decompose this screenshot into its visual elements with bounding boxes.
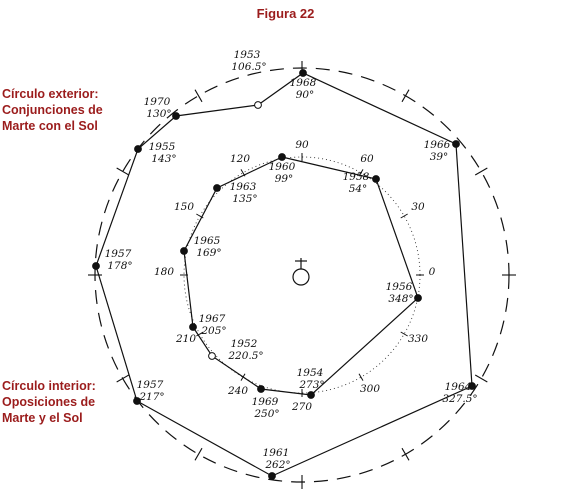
outer-point-year: 1970 [144, 96, 171, 108]
inner-legend-line-3: Marte y el Sol [2, 411, 83, 425]
outer-legend-line-1: Círculo exterior: [2, 87, 99, 101]
outer-scale-tick [116, 374, 130, 383]
outer-point-degree: 90° [296, 89, 315, 101]
scale-label: 60 [360, 153, 374, 165]
outer-point-year: 1961 [263, 447, 290, 459]
outer-point-4 [268, 472, 276, 480]
outer-point-0 [254, 101, 262, 109]
outer-point-1 [299, 69, 307, 77]
outer-circle-ticks [88, 61, 516, 489]
outer-point-degree: 262° [264, 459, 290, 471]
inner-legend-line-1: Círculo interior: [2, 379, 96, 393]
scale-label: 120 [230, 153, 250, 165]
inner-point-year: 1963 [230, 181, 257, 193]
inner-point-year: 1969 [252, 396, 279, 408]
outer-legend-line-3: Marte con el Sol [2, 119, 98, 133]
inner-point-year: 1956 [386, 281, 413, 293]
outer-point-8 [172, 112, 180, 120]
outer-scale-tick [401, 89, 410, 103]
inner-legend-line-2: Oposiciones de [2, 395, 96, 409]
inner-point-2 [414, 294, 422, 302]
outer-conjunction-points [92, 69, 476, 480]
scale-label: 210 [175, 333, 196, 345]
sun-symbol-icon [292, 268, 310, 286]
scale-label: 300 [360, 383, 380, 395]
figure-title: Figura 22 [256, 6, 315, 21]
inner-point-1 [372, 175, 380, 183]
inner-point-degree: 220.5° [227, 350, 263, 362]
scale-label: 180 [154, 266, 174, 278]
inner-point-year: 1954 [297, 367, 324, 379]
scale-label: 270 [291, 401, 312, 413]
outer-circle-legend: Círculo exterior: Conjunciones de Marte … [2, 86, 122, 134]
inner-point-degree: 348° [388, 293, 413, 305]
inner-point-5 [208, 352, 216, 360]
outer-legend-line-2: Conjunciones de [2, 103, 103, 117]
inner-orbit-circle [183, 156, 421, 394]
inner-point-8 [213, 184, 221, 192]
outer-scale-tick [116, 167, 130, 176]
inner-point-year: 1965 [194, 235, 221, 247]
outer-point-6 [92, 262, 100, 270]
outer-point-2 [452, 140, 460, 148]
outer-conjunction-polygon [95, 72, 473, 477]
outer-point-3 [468, 382, 476, 390]
inner-circle-legend: Círculo interior: Oposiciones de Marte y… [2, 378, 122, 426]
outer-point-5 [133, 397, 141, 405]
inner-opposition-polygon [183, 156, 419, 396]
outer-scale-tick [474, 374, 488, 383]
outer-point-year: 1955 [149, 141, 176, 153]
inner-scale-tick [358, 373, 364, 381]
outer-point-7 [134, 145, 142, 153]
outer-point-year: 1968 [290, 77, 317, 89]
inner-scale-tick [400, 331, 408, 337]
inner-point-year: 1960 [269, 161, 296, 173]
outer-point-degree: 217° [138, 391, 164, 403]
inner-point-year: 1958 [343, 171, 370, 183]
inner-point-degree: 250° [253, 408, 279, 420]
outer-point-degree: 178° [107, 260, 132, 272]
inner-point-year: 1952 [231, 338, 258, 350]
inner-point-6 [189, 323, 197, 331]
outer-point-year: 1964 [445, 381, 472, 393]
scale-label: 30 [411, 201, 425, 213]
inner-scale-tick [400, 213, 408, 219]
outer-point-year: 1957 [105, 248, 132, 260]
outer-scale-tick [194, 89, 203, 103]
inner-point-7 [180, 247, 188, 255]
inner-point-3 [307, 391, 315, 399]
outer-scale-tick [474, 167, 488, 176]
inner-point-year: 1967 [199, 313, 226, 325]
outer-point-degree: 106.5° [231, 61, 266, 73]
inner-point-4 [257, 385, 265, 393]
outer-point-degree: 327.5° [442, 393, 477, 405]
outer-point-year: 1966 [424, 139, 451, 151]
outer-point-degree: 39° [430, 151, 449, 163]
inner-point-0 [278, 153, 286, 161]
outer-scale-tick [194, 447, 203, 461]
inner-point-degree: 169° [196, 247, 221, 259]
scale-label: 330 [408, 333, 428, 345]
outer-scale-tick [401, 447, 410, 461]
scale-label: 240 [227, 385, 248, 397]
scale-label: 90 [295, 139, 309, 151]
outer-point-year: 1957 [137, 379, 164, 391]
scale-label: 150 [174, 201, 194, 213]
inner-point-degree: 99° [275, 173, 294, 185]
outer-point-year: 1953 [234, 49, 261, 61]
inner-point-degree: 135° [232, 193, 257, 205]
scale-label: 0 [429, 266, 436, 278]
outer-point-degree: 130° [146, 108, 171, 120]
inner-point-degree: 273° [298, 379, 324, 391]
inner-scale-tick [196, 331, 204, 337]
outer-point-degree: 143° [151, 153, 176, 165]
inner-point-degree: 205° [200, 325, 226, 337]
inner-opposition-points [180, 153, 422, 399]
inner-point-degree: 54° [349, 183, 368, 195]
